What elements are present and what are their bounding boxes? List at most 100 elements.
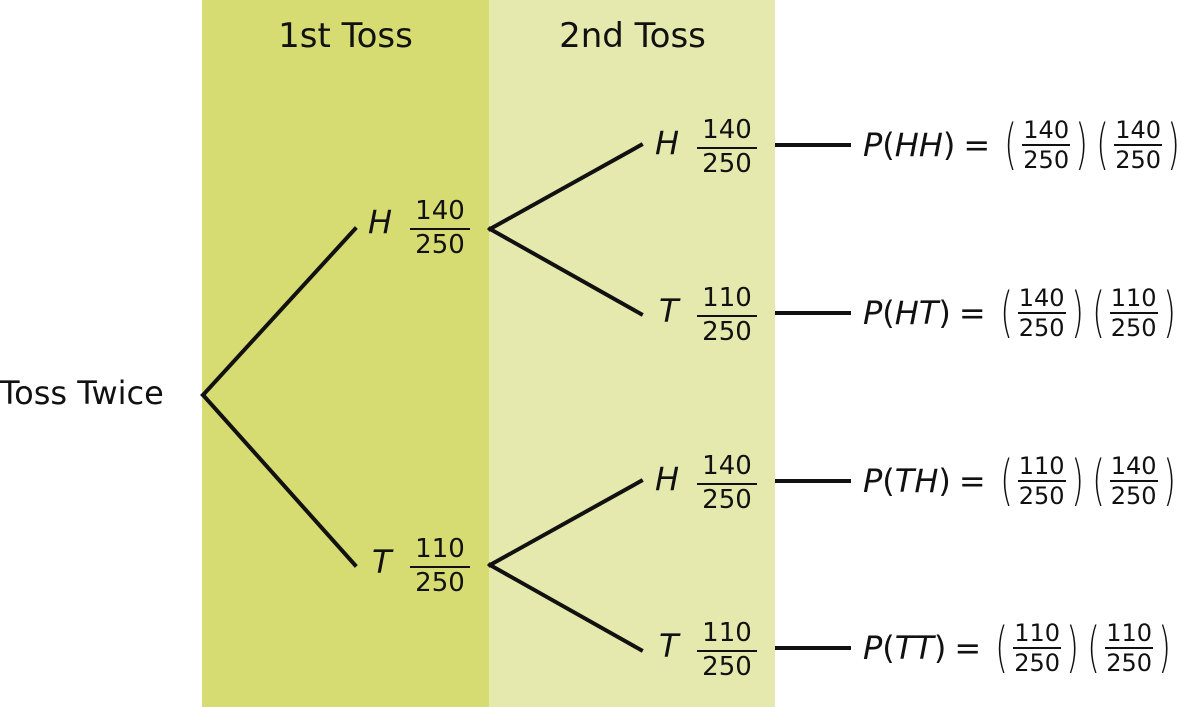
denominator: 250 <box>1018 482 1065 510</box>
numerator: 110 <box>1017 452 1066 482</box>
open-paren: ( <box>882 629 895 667</box>
right-bracket: ) <box>1162 281 1176 344</box>
close-paren: ) <box>942 126 956 164</box>
equals-sign: = <box>954 629 982 667</box>
branch-root-to-h <box>200 226 358 398</box>
tree-branches <box>200 142 851 653</box>
p-symbol: P <box>863 126 883 164</box>
right-bracket: ) <box>1158 616 1171 679</box>
right-bracket: ) <box>1066 616 1079 679</box>
second-toss-tt-probability: 110 250 <box>697 619 757 682</box>
right-bracket: ) <box>1162 449 1176 512</box>
first-toss-t-probability: 110 250 <box>410 535 470 598</box>
left-bracket: ( <box>995 616 1009 679</box>
left-bracket: ( <box>1096 113 1110 176</box>
denominator: 250 <box>1023 146 1070 174</box>
second-toss-ht-node: T <box>659 292 679 330</box>
numerator: 140 <box>410 197 470 230</box>
denominator: 250 <box>702 652 752 682</box>
right-bracket: ) <box>1070 281 1084 344</box>
branch-t-to-th <box>487 478 644 568</box>
p-symbol: P <box>863 629 883 667</box>
right-bracket: ) <box>1070 449 1084 512</box>
right-bracket: ) <box>1167 113 1180 176</box>
denominator: 250 <box>415 568 465 598</box>
left-bracket: ( <box>1087 616 1101 679</box>
numerator: 140 <box>1022 116 1071 146</box>
second-toss-tt-node: T <box>659 627 679 665</box>
close-paren: ) <box>933 629 947 667</box>
second-toss-ht-probability: 110 250 <box>697 284 757 347</box>
first-toss-column <box>202 0 489 707</box>
numerator: 140 <box>697 116 757 149</box>
second-toss-hh-probability: 140 250 <box>697 116 757 179</box>
root-label: Toss Twice <box>0 374 164 412</box>
branch-t-to-tt <box>487 562 644 653</box>
event-label: TT <box>894 629 934 667</box>
p-symbol: P <box>863 462 883 500</box>
second-toss-hh-node: H <box>655 124 680 162</box>
first-toss-header: 1st Toss <box>278 16 413 56</box>
left-bracket: ( <box>999 281 1013 344</box>
first-toss-h-probability: 140 250 <box>410 197 470 260</box>
denominator: 250 <box>1115 146 1162 174</box>
numerator: 140 <box>697 452 757 485</box>
numerator: 110 <box>697 284 757 317</box>
denominator: 250 <box>1018 314 1065 342</box>
open-paren: ( <box>882 294 895 332</box>
close-paren: ) <box>938 462 951 500</box>
first-toss-t-node: T <box>372 543 392 581</box>
denominator: 250 <box>1110 314 1157 342</box>
numerator: 110 <box>697 619 757 652</box>
denominator: 250 <box>1014 649 1061 677</box>
numerator: 110 <box>1013 619 1062 649</box>
p-symbol: P <box>863 294 883 332</box>
event-label: TH <box>894 462 939 500</box>
equals-sign: = <box>958 462 986 500</box>
numerator: 140 <box>1109 452 1158 482</box>
denominator: 250 <box>1110 482 1157 510</box>
close-paren: ) <box>938 294 951 332</box>
left-bracket: ( <box>1004 113 1018 176</box>
open-paren: ( <box>882 126 895 164</box>
right-bracket: ) <box>1075 113 1088 176</box>
numerator: 110 <box>410 535 470 568</box>
denominator: 250 <box>415 230 465 260</box>
second-toss-th-probability: 140 250 <box>697 452 757 515</box>
event-label: HH <box>894 126 943 164</box>
left-bracket: ( <box>1091 449 1105 512</box>
equals-sign: = <box>958 294 986 332</box>
equals-sign: = <box>963 126 991 164</box>
denominator: 250 <box>702 317 752 347</box>
second-toss-header: 2nd Toss <box>559 16 706 56</box>
denominator: 250 <box>702 485 752 515</box>
numerator: 110 <box>1109 284 1158 314</box>
numerator: 110 <box>1105 619 1154 649</box>
left-bracket: ( <box>1091 281 1105 344</box>
branch-h-to-hh <box>487 142 644 232</box>
event-label: HT <box>894 294 939 332</box>
numerator: 140 <box>1114 116 1163 146</box>
open-paren: ( <box>882 462 895 500</box>
numerator: 140 <box>1017 284 1066 314</box>
second-toss-th-node: H <box>655 460 680 498</box>
branch-root-to-t <box>200 392 358 568</box>
denominator: 250 <box>1106 649 1153 677</box>
denominator: 250 <box>702 149 752 179</box>
branch-h-to-ht <box>487 226 644 317</box>
first-toss-h-node: H <box>368 203 393 241</box>
left-bracket: ( <box>999 449 1013 512</box>
